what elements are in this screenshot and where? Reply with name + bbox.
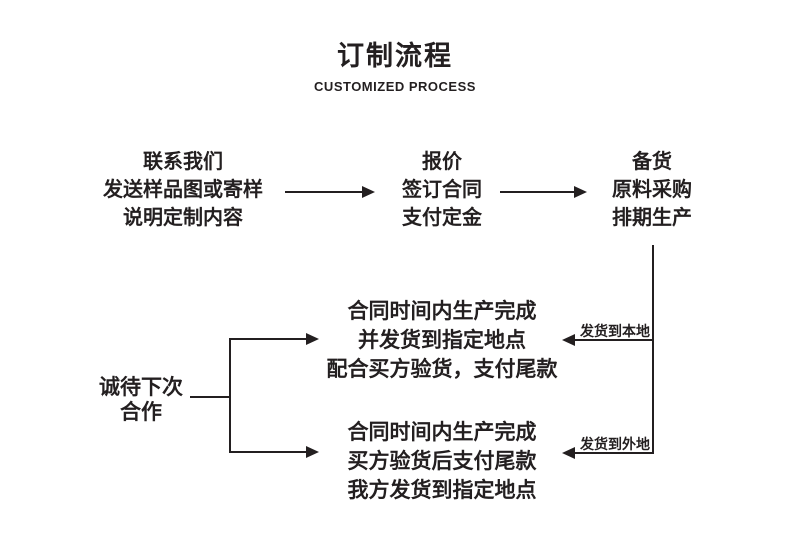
step-contact: 联系我们 发送样品图或寄样 说明定制内容	[58, 148, 308, 232]
arrow-left-icon	[562, 447, 652, 459]
outcome-local-line: 并发货到指定地点	[358, 329, 526, 352]
step-quote-line: 报价	[422, 151, 462, 173]
closing-note-line: 诚待下次	[99, 376, 183, 399]
arrow-right-icon	[231, 333, 319, 345]
outcome-local-line: 配合买方验货，支付尾款	[326, 358, 558, 381]
step-contact-line: 说明定制内容	[123, 207, 243, 229]
ship-remote-label: 发货到外地	[580, 436, 650, 452]
outcome-remote: 合同时间内生产完成 买方验货后支付尾款 我方发货到指定地点	[292, 418, 592, 505]
step-stocking-line: 原料采购	[612, 179, 692, 201]
outcome-remote-line: 合同时间内生产完成	[347, 421, 537, 444]
step-contact-line: 联系我们	[143, 151, 223, 173]
outcome-local-line: 合同时间内生产完成	[347, 300, 537, 323]
arrow-right-icon	[231, 446, 319, 458]
step-stocking-line: 备货	[632, 151, 672, 173]
step-quote: 报价 签订合同 支付定金	[317, 148, 567, 232]
arrow-right-icon	[500, 186, 587, 198]
closing-note-line: 合作	[120, 401, 162, 424]
step-contact-line: 发送样品图或寄样	[103, 179, 263, 201]
closing-connector-line	[190, 396, 230, 398]
step-stocking-line: 排期生产	[612, 207, 692, 229]
outcome-remote-line: 我方发货到指定地点	[347, 479, 537, 502]
outcome-local: 合同时间内生产完成 并发货到指定地点 配合买方验货，支付尾款	[292, 297, 592, 384]
step-quote-line: 签订合同	[402, 179, 482, 201]
left-branch-line	[229, 338, 231, 453]
ship-local-label: 发货到本地	[580, 323, 650, 339]
arrow-right-icon	[285, 186, 375, 198]
flowchart-title: 订制流程	[337, 41, 453, 71]
right-branch-line	[652, 245, 654, 454]
closing-note: 诚待下次 合作	[61, 375, 221, 425]
flowchart-subtitle: CUSTOMIZED PROCESS	[314, 79, 476, 94]
arrow-left-icon	[562, 334, 652, 346]
outcome-remote-line: 买方验货后支付尾款	[347, 450, 537, 473]
step-quote-line: 支付定金	[402, 207, 482, 229]
step-stocking: 备货 原料采购 排期生产	[527, 148, 777, 232]
